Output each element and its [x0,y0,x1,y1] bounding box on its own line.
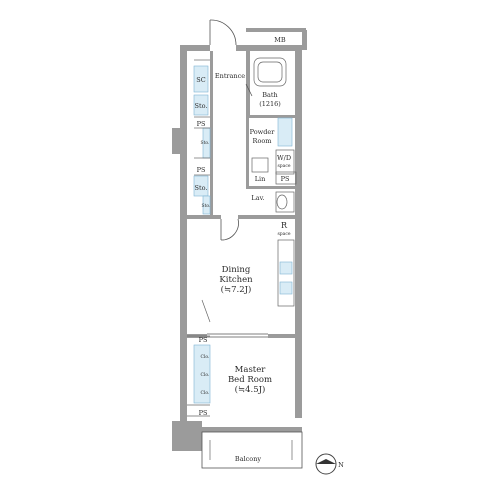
label-r: R [281,221,288,230]
entrance-door [209,19,237,46]
label-powder-2: Room [253,137,272,145]
label-sto-1: Sto. [195,102,208,110]
kitchen-fixtures [201,239,295,323]
powder-fixtures [251,117,295,175]
label-ps-5: PS [199,409,208,417]
label-north: N [338,461,344,469]
label-sto-4: Sto. [202,203,212,209]
partitions [187,59,210,417]
label-balcony: Balcony [235,455,261,463]
label-sc: SC [196,76,205,84]
label-wd-space: space [277,164,290,169]
bedroom-sliding-door [207,333,268,338]
label-entrance: Entrance [215,72,245,80]
label-bath-size: (1216) [259,100,281,108]
room-labels: MB Entrance SC Sto. PS Sto. PS Sto. Sto.… [195,36,345,469]
label-ps-1: PS [197,120,206,128]
label-master-size: (≒4.5J) [235,384,266,395]
label-clo-3: Clo. [201,390,211,396]
balcony-area [201,431,303,469]
bath-fixtures [245,57,287,97]
label-dining-size: (≒7.2J) [221,284,252,295]
label-dining-2: Kitchen [219,275,253,285]
label-master-1: Master [235,365,267,375]
label-lin: Lin [255,175,266,183]
compass-icon [315,453,337,475]
label-wd: W/D [277,154,291,162]
label-master-2: Bed Room [228,375,272,385]
label-sto-2: Sto. [201,140,211,146]
hall-door [220,218,239,241]
storage-units [193,65,211,404]
label-clo-2: Clo. [201,372,211,378]
label-ps-4: PS [199,336,208,344]
label-bath: Bath [262,91,277,99]
label-ps-2: PS [197,166,206,174]
label-sto-3: Sto. [195,184,208,192]
label-mb: MB [274,36,286,44]
label-powder-1: Powder [250,128,276,136]
label-lav: Lav. [251,194,264,202]
label-r-space: space [277,232,290,237]
lavatory-fixtures [275,171,297,213]
label-dining-1: Dining [222,265,251,275]
label-clo-1: Clo. [201,354,211,360]
label-ps-3: PS [281,175,290,183]
walls [172,28,307,451]
